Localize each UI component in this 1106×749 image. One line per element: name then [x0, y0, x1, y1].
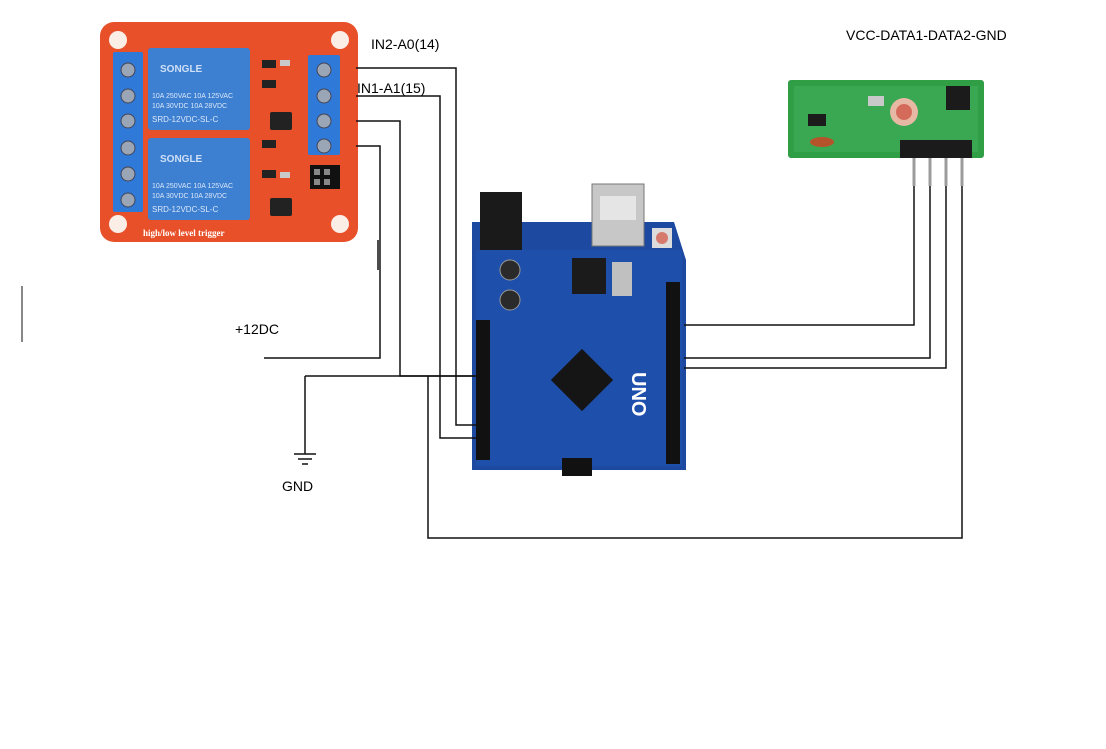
- rf-receiver-module: [788, 80, 984, 186]
- relay-2-brand: SONGLE: [160, 154, 203, 165]
- relay-terminal-block-left: [113, 52, 143, 212]
- label-gnd: GND: [282, 478, 314, 494]
- wire-rf-gnd: [427, 186, 963, 539]
- relay-trigger-text: high/low level trigger: [143, 228, 224, 238]
- ground-symbol: [294, 453, 316, 465]
- label-vcc-data-gnd: VCC-DATA1-DATA2-GND: [846, 27, 1007, 43]
- wire-in2-a0: [356, 67, 478, 426]
- arduino-board-label: UNO: [627, 372, 649, 416]
- wire-relay-vcc: [356, 120, 476, 377]
- wire-rf-data1: [684, 186, 931, 359]
- relay-module: SONGLE 10A 250VAC 10A 125VAC 10A 30VDC 1…: [100, 22, 358, 242]
- relay-2-model: SRD-12VDC-SL-C: [152, 205, 218, 214]
- wire-rf-data2: [684, 186, 947, 369]
- label-in1-a1: IN1-A1(15): [357, 80, 426, 96]
- relay-2-rating-2: 10A 30VDC 10A 28VDC: [152, 193, 227, 200]
- label-in2-a0: IN2-A0(14): [371, 36, 440, 52]
- relay-1-rating-1: 10A 250VAC 10A 125VAC: [152, 93, 233, 100]
- label-12dc: +12DC: [235, 321, 279, 337]
- relay-2-rating-1: 10A 250VAC 10A 125VAC: [152, 183, 233, 190]
- wires: [264, 67, 963, 539]
- wire-relay-gnd: [264, 145, 381, 359]
- wire-rf-vcc: [684, 186, 915, 326]
- relay-input-terminal: [308, 55, 340, 155]
- wire-in1-a1: [356, 95, 478, 439]
- relay-1-model: SRD-12VDC-SL-C: [152, 115, 218, 124]
- microcontroller-chip: [550, 348, 614, 412]
- relay-1: [148, 48, 250, 130]
- left-header: [476, 320, 490, 460]
- relay-2: [148, 138, 250, 220]
- relay-1-rating-2: 10A 30VDC 10A 28VDC: [152, 103, 227, 110]
- arduino-board: UNO: [472, 183, 686, 476]
- right-header: [666, 282, 680, 464]
- relay-1-brand: SONGLE: [160, 64, 203, 75]
- power-jack: [480, 192, 522, 250]
